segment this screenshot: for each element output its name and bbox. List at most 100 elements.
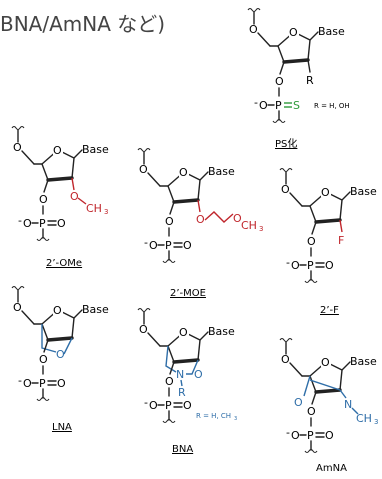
lna-base: Base (82, 303, 109, 316)
bna-o-top: O (139, 323, 148, 336)
bna-minus: - (144, 396, 148, 409)
f-bond (289, 192, 303, 207)
ome-o-minus: O (23, 217, 32, 230)
bna-o-minus: O (149, 399, 158, 412)
moe-wavy-bottom (162, 258, 176, 264)
ps-wavy-bottom (272, 118, 286, 124)
lna-bond (43, 339, 49, 353)
f-o-top: O (281, 183, 290, 196)
ome-ch3-sub: 3 (104, 208, 108, 216)
amna-ch3: CH (356, 412, 372, 425)
ome-ring-o: O (53, 144, 62, 157)
bna-bond (147, 332, 161, 347)
f-wavy-top (279, 167, 293, 173)
moe-minus: - (144, 236, 148, 249)
amna-o-minus: O (291, 429, 300, 442)
bna-o-3: O (165, 375, 174, 388)
bna-r-note: R = H, CH (196, 412, 231, 420)
label-lna: LNA (52, 422, 72, 433)
amna-p: P (307, 429, 314, 442)
bna-r-bond (180, 379, 183, 387)
bna-bond (199, 331, 209, 341)
ps-r: R (306, 74, 314, 87)
ps-bold-bond (282, 58, 310, 64)
ome-red-bond (71, 177, 75, 191)
bna-wavy-top (137, 307, 151, 313)
label-amna: AmNA (316, 463, 347, 474)
amna-ch3-sub: 3 (374, 418, 378, 426)
ps-bond (279, 61, 285, 75)
f-minus: - (286, 256, 290, 269)
lna-bridge (63, 337, 73, 355)
ome-base: Base (82, 143, 109, 156)
moe-o-2: O (196, 213, 205, 226)
bna-wavy-bottom (162, 418, 176, 424)
label-ps: PS化 (275, 137, 297, 150)
ps-s: S (293, 99, 300, 112)
moe-ring-o: O (179, 166, 188, 179)
label-fluoro: 2’-F (320, 305, 339, 316)
ps-p: P (275, 99, 282, 112)
ome-bond (73, 149, 83, 159)
amna-bridge (339, 389, 347, 399)
structure-lna: O O Base O O - O P O (11, 285, 109, 402)
ome-bond (21, 150, 35, 165)
amna-ring-o: O (321, 356, 330, 369)
structure-amna: O O Base O N CH 3 O - O P O (279, 337, 378, 454)
structure-bna: O O Base N O R R = H, CH 3 O - O P O (137, 307, 237, 424)
moe-o-ether: O (233, 212, 242, 225)
bna-r-note-sub: 3 (234, 416, 237, 422)
lna-bond (21, 310, 35, 325)
ome-bold-bond (46, 176, 74, 182)
amna-wavy-top (279, 337, 293, 343)
amna-wavy-bottom (304, 448, 318, 454)
ome-bond (43, 179, 49, 193)
page-title: BNA/AmNA など) (0, 12, 166, 36)
amna-o-3: O (307, 405, 316, 418)
lna-bridge-o: O (56, 348, 65, 361)
bna-bridge-n: N (176, 368, 184, 381)
f-o-minus: O (291, 259, 300, 272)
bna-p: P (165, 399, 172, 412)
f-wavy-bottom (304, 278, 318, 284)
label-moe: 2’-MOE (170, 288, 206, 299)
ome-wavy-bottom (36, 236, 50, 242)
bna-bold-bond (172, 358, 200, 364)
f-bold-bond (314, 218, 342, 224)
ps-o-top: O (249, 23, 258, 36)
amna-carbonyl-o: O (294, 396, 303, 409)
lna-bond (73, 309, 83, 319)
ome-methoxy-o: O (70, 190, 79, 203)
ome-ch3: CH (86, 202, 102, 215)
lna-wavy-bottom (36, 396, 50, 402)
moe-red-bond (197, 199, 201, 213)
moe-o-top: O (139, 163, 148, 176)
lna-o-3: O (39, 353, 48, 366)
ps-r-note: R = H, OH (314, 102, 350, 110)
amna-bond (289, 362, 303, 377)
amna-bond (311, 391, 317, 405)
f-fluorine: F (338, 234, 344, 247)
bna-base: Base (208, 325, 235, 338)
ps-base: Base (318, 25, 345, 38)
moe-bond (147, 172, 161, 187)
ps-bond (257, 32, 271, 47)
f-o-3: O (307, 235, 316, 248)
structure-fluoro: O O Base F O - O P O (279, 167, 377, 284)
moe-bond (199, 171, 209, 181)
bna-bridge (165, 345, 177, 373)
f-red-bond (339, 219, 343, 233)
ps-minus: - (254, 96, 258, 109)
moe-red-chain (204, 211, 234, 223)
moe-ch3: CH (241, 219, 257, 232)
amna-minus: - (286, 426, 290, 439)
moe-ring-o-bg (179, 165, 189, 177)
f-p: P (307, 259, 314, 272)
amna-o-double: O (325, 429, 334, 442)
lna-ring-o: O (53, 304, 62, 317)
f-ring-o-bg (321, 185, 331, 197)
structure-moe: O O Base O O CH 3 O - O P O (137, 147, 263, 264)
ome-p: P (39, 217, 46, 230)
lna-minus: - (18, 374, 22, 387)
